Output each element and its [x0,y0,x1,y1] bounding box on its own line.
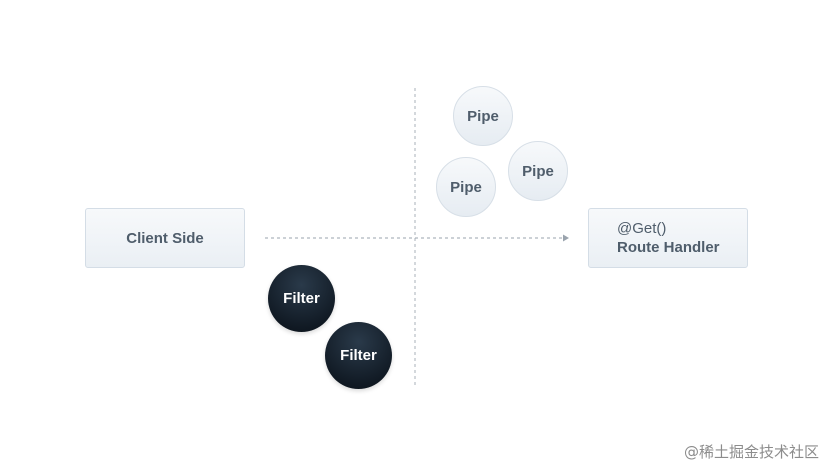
pipe-circle-1: Pipe [453,86,513,146]
client-side-box: Client Side [85,208,245,268]
pipe-label: Pipe [450,178,482,196]
pipe-label: Pipe [467,107,499,125]
route-handler-label: Route Handler [617,239,720,256]
filter-label: Filter [283,290,320,307]
pipe-circle-3: Pipe [436,157,496,217]
watermark-text: @稀土掘金技术社区 [683,443,819,461]
route-handler-box: @Get() Route Handler [588,208,748,268]
filter-circle-1: Filter [268,265,335,332]
filter-label: Filter [340,347,377,364]
request-flow-arrowhead [563,234,569,242]
pipe-circle-2: Pipe [508,141,568,201]
route-handler-method: @Get() [617,220,667,237]
filter-circle-2: Filter [325,322,392,389]
pipe-label: Pipe [522,162,554,180]
client-side-label: Client Side [126,229,204,247]
